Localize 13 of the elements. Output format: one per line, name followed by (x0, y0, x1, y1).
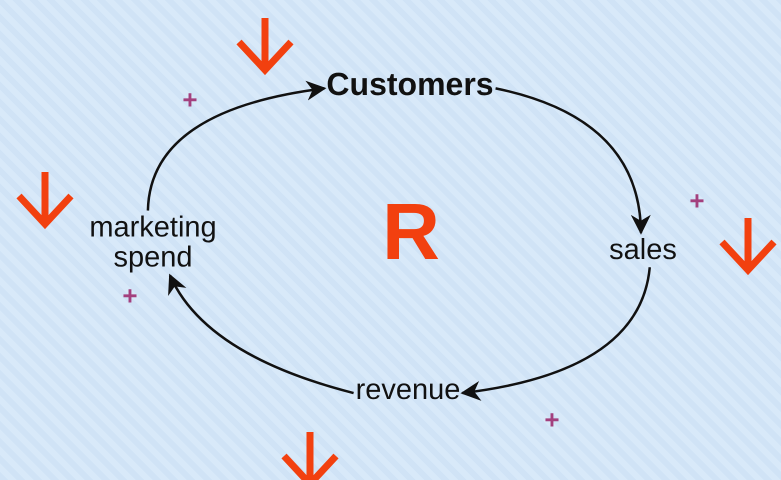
arrow (495, 87, 650, 235)
arrow (460, 267, 651, 400)
edge-label: + (122, 280, 138, 312)
arrow (146, 81, 326, 211)
edge-label: + (689, 186, 705, 216)
edge-label: + (544, 404, 560, 436)
node-label: sales (609, 234, 677, 266)
node-label: marketing spend (68, 212, 238, 274)
edge-label: + (182, 84, 198, 116)
node-label: revenue (356, 374, 460, 406)
arrow (168, 274, 354, 394)
loop-label: R (382, 186, 440, 278)
node-label: Customers (326, 68, 494, 102)
